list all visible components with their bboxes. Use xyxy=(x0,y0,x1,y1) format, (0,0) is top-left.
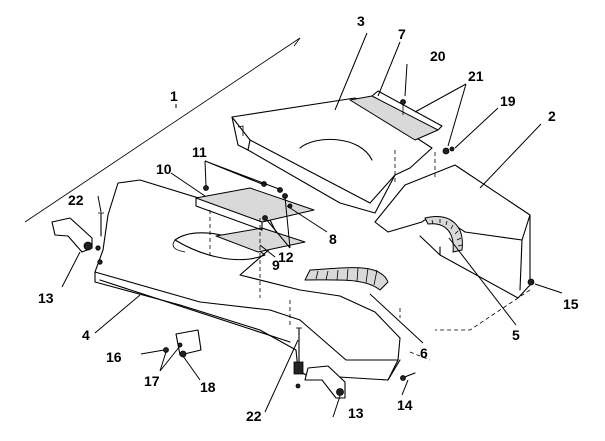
assembly-outline xyxy=(24,37,301,223)
leader-lines xyxy=(61,32,563,418)
callout-6: 6 xyxy=(420,345,428,361)
callout-22-left: 22 xyxy=(68,192,84,208)
callout-5: 5 xyxy=(512,327,520,343)
alignment-lines xyxy=(209,150,531,361)
callout-15: 15 xyxy=(563,296,579,312)
callout-20: 20 xyxy=(430,48,446,64)
callout-13-right: 13 xyxy=(348,405,364,421)
upper-chute-section xyxy=(231,97,433,214)
callout-22-right: 22 xyxy=(246,408,262,424)
callout-labels: 1 2 3 4 5 6 7 8 9 10 11 12 13 13 14 15 1… xyxy=(38,13,579,424)
hardware xyxy=(51,99,535,399)
callout-19: 19 xyxy=(500,93,516,109)
callout-9: 9 xyxy=(272,257,280,273)
callout-21: 21 xyxy=(468,68,484,84)
callout-11: 11 xyxy=(192,144,207,160)
callout-10: 10 xyxy=(156,161,172,177)
deflector-plate xyxy=(349,90,443,141)
mounting-plate xyxy=(195,187,315,253)
callout-1: 1 xyxy=(170,88,178,104)
callout-7: 7 xyxy=(398,26,406,42)
callout-14: 14 xyxy=(397,397,413,413)
callout-2: 2 xyxy=(548,108,556,124)
callout-12: 12 xyxy=(278,249,294,265)
callout-18: 18 xyxy=(200,379,216,395)
callout-13-left: 13 xyxy=(38,290,54,306)
callout-8: 8 xyxy=(329,231,337,247)
callout-17: 17 xyxy=(144,373,160,389)
callout-3: 3 xyxy=(357,13,365,29)
main-housing xyxy=(94,179,401,381)
callout-16: 16 xyxy=(106,349,122,365)
callout-4: 4 xyxy=(82,327,90,343)
